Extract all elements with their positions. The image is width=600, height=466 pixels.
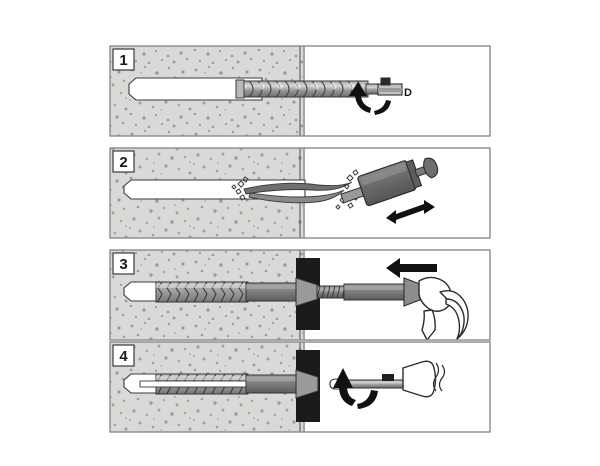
anchor-nail-shank bbox=[316, 277, 421, 307]
panel-3-number-box: 3 bbox=[112, 252, 135, 275]
panel-1-border bbox=[109, 45, 491, 137]
svg-text:3: 3 bbox=[119, 256, 127, 273]
panel-4-number-box: 4 bbox=[112, 344, 135, 367]
panel-4-border bbox=[109, 341, 491, 433]
svg-text:4: 4 bbox=[119, 348, 128, 365]
panel-2-number-box: 2 bbox=[112, 150, 135, 173]
panel-3-border bbox=[109, 249, 491, 341]
panel-3-drilled-hole bbox=[123, 281, 161, 302]
panel-1-number-box: 1 bbox=[112, 48, 135, 71]
anchor-sleeve bbox=[155, 281, 297, 303]
blow-out-pump-icon bbox=[340, 157, 439, 207]
panel-2: 2 bbox=[110, 148, 490, 238]
panel-1: D 1 bbox=[110, 46, 490, 136]
anchor-countersunk-head bbox=[295, 277, 319, 307]
panel-1-drilled-hole bbox=[128, 77, 263, 101]
tightening-rotation-arrow bbox=[333, 368, 378, 409]
drill-diameter-label: D bbox=[404, 87, 412, 99]
pump-stroke-arrow bbox=[386, 200, 435, 224]
rotation-arrow-1 bbox=[349, 82, 391, 115]
drill-bit-icon bbox=[235, 79, 381, 99]
hammer-strike-arrow bbox=[386, 258, 437, 278]
svg-text:1: 1 bbox=[119, 52, 127, 69]
panel-2-border bbox=[109, 147, 491, 239]
anchor-countersunk-head bbox=[295, 369, 319, 399]
dust-stream bbox=[243, 181, 353, 204]
panel-4: 4 bbox=[110, 342, 490, 432]
panel-3: 3 bbox=[110, 250, 490, 340]
claw-hammer-icon bbox=[418, 276, 469, 340]
anchor-sleeve-expanded bbox=[139, 373, 297, 395]
svg-text:2: 2 bbox=[119, 154, 127, 171]
drill-chuck-icon bbox=[377, 77, 403, 96]
